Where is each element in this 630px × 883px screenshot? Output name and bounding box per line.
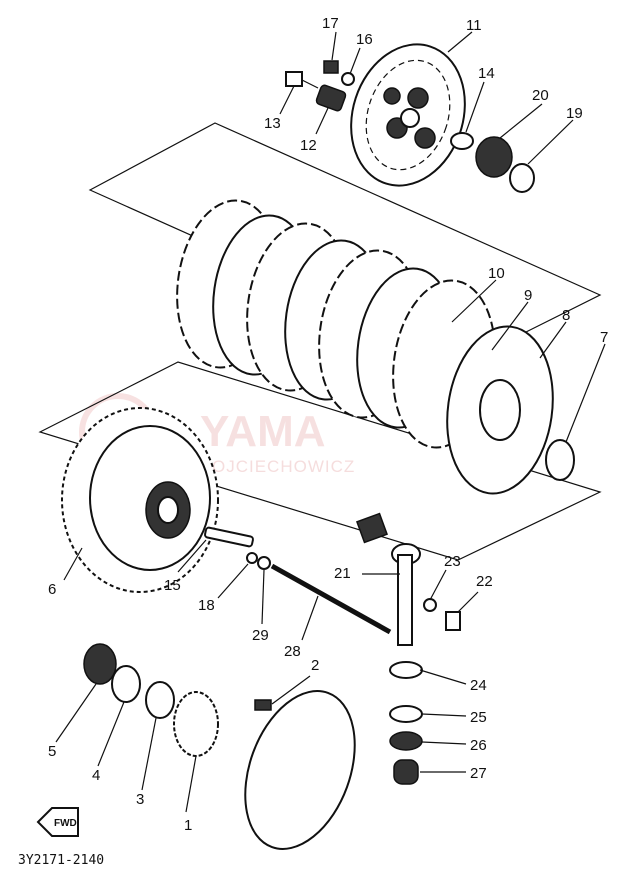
- callout-7: 7: [600, 329, 608, 346]
- fwd-direction-tag: FWD: [36, 807, 79, 837]
- callout-22: 22: [476, 573, 493, 590]
- part-5-nut: [83, 643, 117, 685]
- part-28-push-rod-long: [270, 563, 392, 635]
- part-19-lock-washer: [509, 163, 535, 193]
- callout-28: 28: [284, 643, 301, 660]
- part-2-key: [254, 699, 272, 711]
- part-21-push-lever: [356, 512, 421, 646]
- callout-17: 17: [322, 15, 339, 32]
- part-29-ball: [257, 556, 271, 570]
- part-1-primary-drive-gear: [173, 691, 219, 757]
- part-18-ball: [246, 552, 258, 564]
- part-25-circlip: [389, 705, 423, 723]
- callout-5: 5: [48, 743, 56, 760]
- part-7-circlip: [545, 439, 575, 481]
- watermark-sub: OJCIECHOWICZ: [212, 457, 355, 476]
- part-22-bolt: [445, 611, 461, 631]
- part-20-nut: [475, 136, 513, 178]
- callout-14: 14: [478, 65, 495, 82]
- callout-15: 15: [164, 577, 181, 594]
- callout-6: 6: [48, 581, 56, 598]
- callout-29: 29: [252, 627, 269, 644]
- part-6-primary-driven-gear: [61, 407, 219, 593]
- part-11-pressure-plate: [350, 43, 466, 187]
- clutch-plate-stack: [176, 199, 496, 449]
- part-17-nut: [323, 60, 339, 74]
- part-16-washer: [341, 72, 355, 86]
- callout-25: 25: [470, 709, 487, 726]
- watermark: YAMA OJCIECHOWICZ A: [79, 393, 531, 476]
- callout-18: 18: [198, 597, 215, 614]
- assembly-box-lower: [38, 361, 602, 561]
- part-13-screw: [285, 71, 319, 89]
- callout-19: 19: [566, 105, 583, 122]
- callout-23: 23: [444, 553, 461, 570]
- diagram-code: 3Y2171-2140: [18, 853, 104, 868]
- part-27-bushing: [393, 759, 419, 785]
- callout-13: 13: [264, 115, 281, 132]
- crankshaft-housing: [244, 690, 356, 850]
- part-24-spring: [389, 661, 423, 679]
- callout-2: 2: [311, 657, 319, 674]
- callout-numbers: 1 2 3 4 5 6 7 8 9 10 11 12 13 14 15 16 1…: [48, 15, 608, 834]
- part-26-bearing: [389, 731, 423, 751]
- part-14-washer: [450, 132, 474, 150]
- part-3-washer: [145, 681, 175, 719]
- callout-16: 16: [356, 31, 373, 48]
- callout-10: 10: [488, 265, 505, 282]
- callout-21: 21: [334, 565, 351, 582]
- callout-26: 26: [470, 737, 487, 754]
- callout-1: 1: [184, 817, 192, 834]
- leader-lines: [55, 31, 606, 813]
- part-15-push-rod: [204, 526, 254, 548]
- callout-11: 11: [466, 17, 482, 34]
- callout-24: 24: [470, 677, 487, 694]
- callout-12: 12: [300, 137, 317, 154]
- watermark-main: YAMA: [200, 407, 326, 456]
- part-4-lock-washer: [111, 665, 141, 703]
- callout-3: 3: [136, 791, 144, 808]
- callout-4: 4: [92, 767, 100, 784]
- callout-27: 27: [470, 765, 487, 782]
- callout-9: 9: [524, 287, 532, 304]
- part-12-clutch-spring: [315, 84, 347, 112]
- part-8-clutch-boss: [446, 325, 554, 495]
- fwd-label: FWD: [54, 818, 77, 829]
- callout-8: 8: [562, 307, 570, 324]
- callout-20: 20: [532, 87, 549, 104]
- part-23-washer: [423, 598, 437, 612]
